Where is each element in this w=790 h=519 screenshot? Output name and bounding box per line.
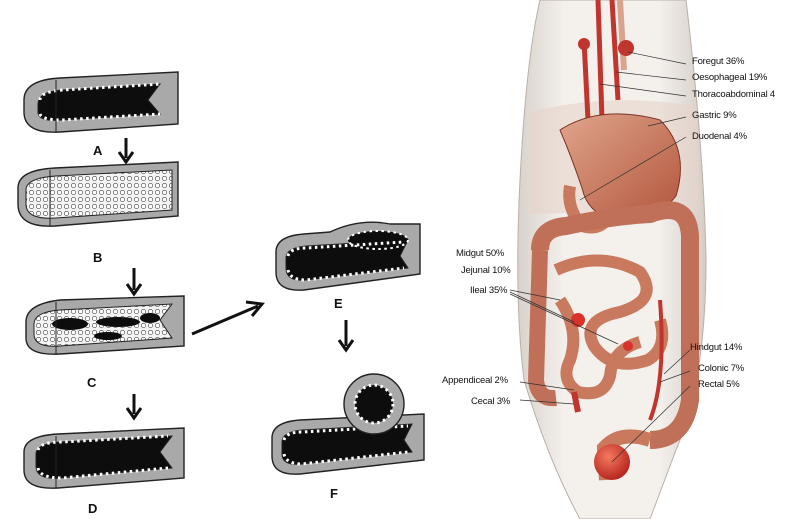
stage-e-diagram	[276, 222, 420, 290]
arrow-right-icon	[192, 302, 262, 334]
label-colonic: Colonic 7%	[698, 363, 745, 374]
label-rectal: Rectal 5%	[698, 379, 740, 390]
arrow-down-icon	[127, 268, 141, 294]
arrow-down-icon	[119, 138, 133, 162]
stage-letter-d: D	[88, 501, 97, 516]
stage-a-diagram	[24, 72, 178, 132]
label-thoracoabdominal: Thoracoabdominal 4	[692, 89, 775, 100]
label-foregut: Foregut 36%	[692, 56, 745, 67]
arrow-down-icon	[339, 320, 353, 350]
label-ileal: Ileal 35%	[470, 285, 508, 296]
label-jejunal: Jejunal 10%	[461, 265, 511, 276]
stage-f-diagram	[272, 374, 424, 474]
label-gastric: Gastric 9%	[692, 110, 737, 121]
label-oesophageal: Oesophageal 19%	[692, 72, 768, 83]
arrow-down-icon	[127, 394, 141, 418]
label-appendiceal: Appendiceal 2%	[442, 375, 509, 386]
stage-letter-c: C	[87, 375, 97, 390]
label-duodenal: Duodenal 4%	[692, 131, 748, 142]
stage-letter-b: B	[93, 250, 102, 265]
stage-c-diagram	[26, 296, 184, 354]
stage-letter-a: A	[93, 143, 103, 158]
gut-anatomy-illustration	[518, 0, 706, 519]
label-cecal: Cecal 3%	[471, 396, 511, 407]
label-midgut: Midgut 50%	[456, 248, 505, 259]
stage-letter-e: E	[334, 296, 343, 311]
label-hindgut: Hindgut 14%	[690, 342, 743, 353]
stage-d-diagram	[24, 428, 184, 488]
stage-letter-f: F	[330, 486, 338, 501]
stage-b-diagram	[18, 162, 178, 226]
